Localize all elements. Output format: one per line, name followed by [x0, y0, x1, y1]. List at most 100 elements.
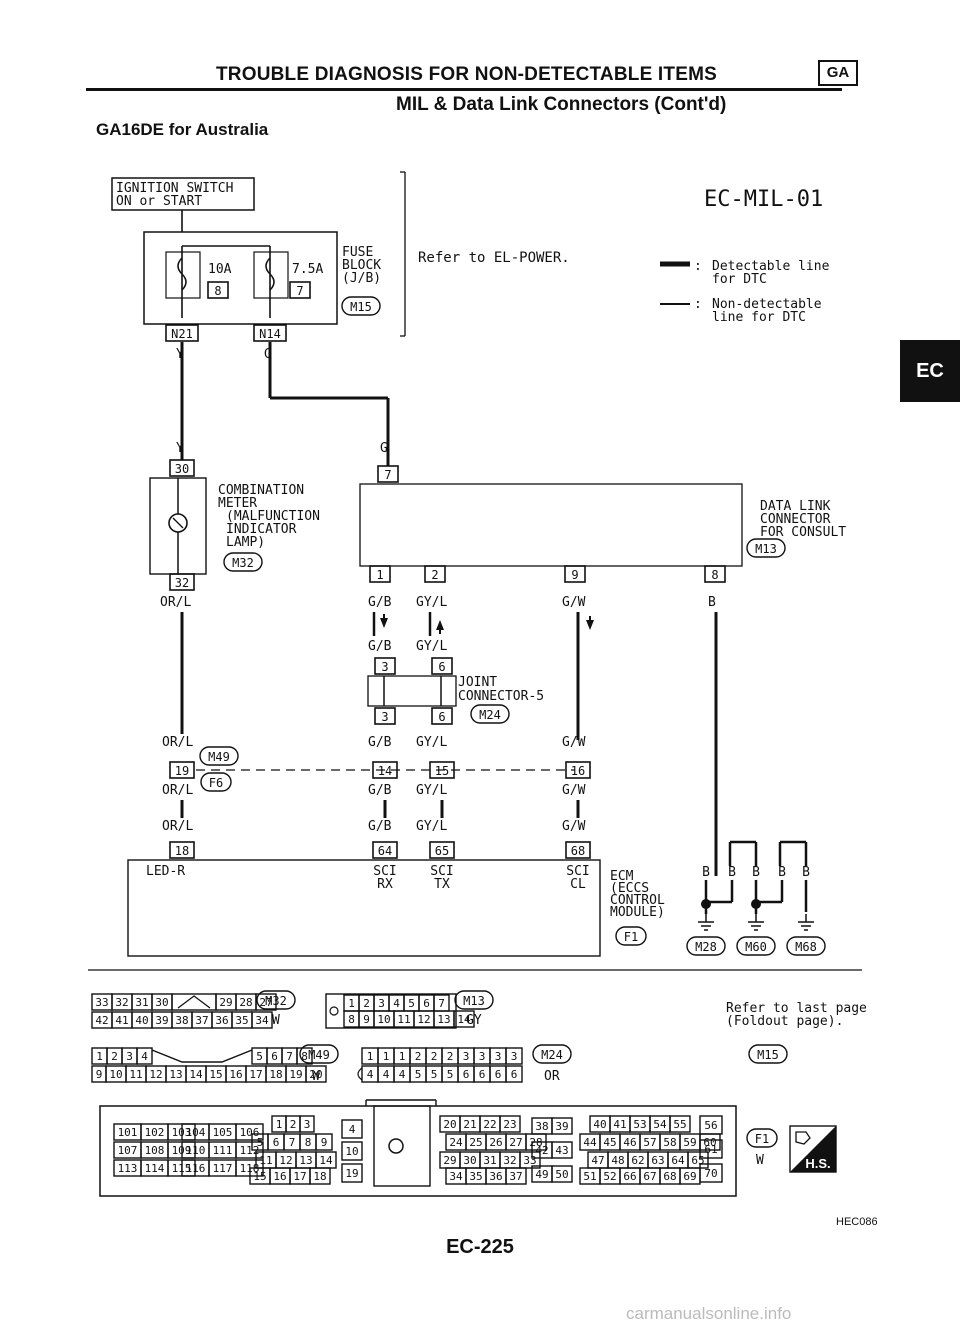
f1-cell-number: 8 [305, 1136, 312, 1149]
ecm-pin-65 [429, 841, 455, 859]
f1-cell-number: 65 [691, 1154, 704, 1167]
f1-cell-number: 21 [463, 1118, 476, 1131]
ecm-pin-18-number: 18 [175, 844, 189, 858]
meter-pin-30-number: 30 [175, 462, 189, 476]
f1-cell-number: 56 [704, 1119, 717, 1132]
f1-cell-number: 41 [613, 1118, 626, 1131]
legend-detectable-label: Detectable line [712, 259, 830, 274]
f1-cell-number: 50 [555, 1168, 568, 1181]
joint-connector-badge [470, 704, 510, 724]
ecm-pin-label: LED-R [146, 864, 185, 879]
connector-m24-badge [532, 1044, 572, 1064]
f1-cell-number: 13 [299, 1154, 312, 1167]
wire-color-gw: G/W [562, 735, 586, 750]
m49-cell-number: 7 [286, 1050, 293, 1063]
m32-cell-number: 32 [115, 996, 128, 1009]
fuse-block-label: (J/B) [342, 271, 381, 286]
f1-cell-number: 63 [651, 1154, 664, 1167]
f1-cell-number: 2 [290, 1118, 297, 1131]
m24-cell-number: 3 [479, 1050, 486, 1063]
f1-cell-number: 7 [289, 1136, 296, 1149]
f1-center-hole [388, 1138, 404, 1154]
wire-color-b: B [702, 865, 710, 880]
ecm-pin-65-number: 65 [435, 844, 449, 858]
ground-connector-m28-text: M28 [695, 940, 717, 954]
m24-cell-number: 5 [431, 1068, 438, 1081]
fuse-block-connector [341, 296, 381, 316]
ecm-label: CONTROL [610, 893, 665, 908]
combination-meter-connector [223, 552, 263, 572]
m24-cell-number: 6 [511, 1068, 518, 1081]
fuse-75a-number-number: 7 [296, 284, 303, 298]
m32-cell-number: 29 [219, 996, 232, 1009]
joint-connector-box [367, 675, 457, 707]
image-code: HEC086 [836, 1216, 878, 1228]
f1-cell [341, 1163, 363, 1183]
m32-cell-number: 35 [235, 1014, 248, 1027]
wire-color-gyl: GY/L [416, 639, 447, 654]
data-link-pin-7-number: 7 [384, 468, 391, 482]
f1-cell-number: 34 [449, 1170, 463, 1183]
f1-cell-number: 37 [509, 1170, 522, 1183]
f1-cell-number: 43 [555, 1144, 568, 1157]
f1-cell-number: 26 [489, 1136, 502, 1149]
fuse-75a-number [289, 281, 311, 299]
f1-cell [499, 1115, 521, 1133]
wire-color-gyl: GY/L [416, 735, 447, 750]
connector-m32-badge [256, 990, 296, 1010]
m32-cell-number: 39 [155, 1014, 168, 1027]
f1-cell-number: 42 [535, 1144, 548, 1157]
data-link-pin-number: 1 [376, 568, 383, 582]
f1-cell-number: 31 [483, 1154, 496, 1167]
legend-detectable-label: for DTC [712, 272, 767, 287]
connector-m24-color: OR [544, 1069, 560, 1084]
m13-cell-number: 5 [408, 997, 415, 1010]
fuse-75a-pin [253, 324, 287, 342]
m49-cell-number: 17 [249, 1068, 262, 1081]
m13-cell-number: 3 [378, 997, 385, 1010]
legend-colon: : [694, 259, 702, 274]
m49-cell-number: 18 [269, 1068, 282, 1081]
data-link-pin [564, 565, 586, 583]
f1-cell-number: 24 [449, 1136, 463, 1149]
f1-cell-number: 70 [704, 1167, 717, 1180]
fuse-10a-rating: 10A [208, 262, 232, 277]
page-subtitle: MIL & Data Link Connectors (Cont'd) [396, 94, 727, 115]
f1-cell-number: 9 [321, 1136, 328, 1149]
middle-pin-16-number: 16 [571, 764, 585, 778]
ecm-label: MODULE) [610, 905, 665, 920]
f1-cell-number: 116 [186, 1162, 206, 1175]
m24-cell-number: 6 [479, 1068, 486, 1081]
wire-color-gw: G/W [562, 595, 586, 610]
connector-m32-badge-text: M32 [265, 994, 287, 1008]
m13-cell-number: 8 [348, 1013, 355, 1026]
joint-pin-number: 6 [438, 660, 445, 674]
f1-cell-number: 11 [259, 1154, 272, 1167]
signal-arrow-head [380, 618, 388, 628]
f1-cell-number: 105 [213, 1126, 233, 1139]
middle-pin-16 [565, 761, 591, 779]
section-tab[interactable]: EC [900, 340, 960, 402]
f1-cell [341, 1141, 363, 1161]
m49-cell [296, 1047, 313, 1065]
middle-pin-14-number: 14 [378, 764, 392, 778]
refer-last-page-note: (Foldout page). [726, 1014, 843, 1029]
m32-cell-number: 30 [155, 996, 168, 1009]
wire-color-gw: G/W [562, 819, 586, 834]
f1-cell-number: 10 [345, 1145, 358, 1158]
m49-cell [305, 1065, 327, 1083]
f1-cell-number: 19 [345, 1167, 358, 1180]
f1-cell-number: 69 [683, 1170, 696, 1183]
f1-cell-number: 29 [443, 1154, 456, 1167]
indicator-lamp-filament [172, 517, 184, 529]
middle-pin-19 [169, 761, 195, 779]
f1-cell-number: 112 [240, 1144, 260, 1157]
f1-cell-number: 14 [319, 1154, 333, 1167]
m49-cell-number: 2 [111, 1050, 118, 1063]
wire-color-b: B [778, 865, 786, 880]
ecm-pin-label: CL [570, 877, 586, 892]
wire-color-b: B [802, 865, 810, 880]
f1-cell-number: 39 [555, 1120, 568, 1133]
fuse-10a-pin-number: N21 [171, 327, 193, 341]
f1-cell-number: 32 [503, 1154, 516, 1167]
